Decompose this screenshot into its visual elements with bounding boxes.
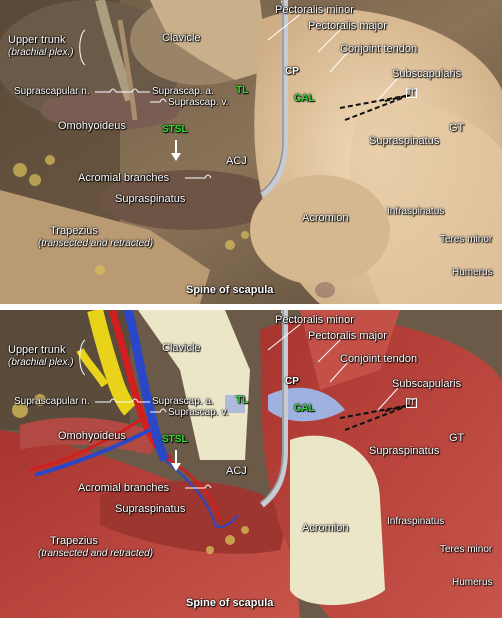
label-clavicle: Clavicle bbox=[162, 342, 201, 354]
label-clavicle: Clavicle bbox=[162, 32, 201, 44]
label-acj: ACJ bbox=[226, 155, 247, 167]
label-trapezius: Trapezius bbox=[50, 225, 98, 237]
label-cal: CAL bbox=[294, 403, 315, 414]
label-pectoralis-major: Pectoralis major bbox=[308, 330, 387, 342]
label-supraspinatus-right: Supraspinatus bbox=[369, 135, 440, 147]
label-suprascapular-vein: Suprascap. v. bbox=[168, 97, 229, 108]
label-transected: (transected and retracted) bbox=[38, 238, 154, 249]
label-it: IT bbox=[406, 398, 418, 408]
label-acromion: Acromion bbox=[302, 212, 349, 224]
label-acromial-branches: Acromial branches bbox=[78, 172, 170, 184]
label-teres-minor: Teres minor bbox=[440, 544, 493, 555]
label-supraspinatus-right: Supraspinatus bbox=[369, 445, 440, 457]
label-suprascapular-vein: Suprascap. v. bbox=[168, 407, 229, 418]
label-acromion: Acromion bbox=[302, 522, 349, 534]
label-cp: CP bbox=[285, 376, 299, 387]
label-cal: CAL bbox=[294, 93, 315, 104]
colored-illustration-panel: Pectoralis minor Pectoralis major Conjoi… bbox=[0, 310, 502, 618]
label-stsl: STSL bbox=[162, 434, 188, 445]
label-tl: TL bbox=[236, 395, 249, 406]
label-brachial-plexus: (brachial plex.) bbox=[8, 47, 74, 58]
label-upper-trunk: Upper trunk bbox=[8, 344, 66, 356]
label-tl: TL bbox=[236, 85, 249, 96]
label-omohyoideus: Omohyoideus bbox=[58, 120, 126, 132]
label-transected: (transected and retracted) bbox=[38, 548, 154, 559]
colored-illustration bbox=[0, 310, 502, 618]
label-conjoint-tendon: Conjoint tendon bbox=[340, 353, 418, 365]
label-conjoint-tendon: Conjoint tendon bbox=[340, 43, 418, 55]
label-infraspinatus: Infraspinatus bbox=[387, 516, 445, 527]
label-infraspinatus: Infraspinatus bbox=[387, 206, 445, 217]
label-pectoralis-minor: Pectoralis minor bbox=[275, 314, 354, 326]
label-suprascapular-nerve: Suprascapular n. bbox=[14, 396, 90, 407]
label-gt: GT bbox=[449, 432, 465, 444]
label-subscapularis: Subscapularis bbox=[392, 378, 462, 390]
label-subscapularis: Subscapularis bbox=[392, 68, 462, 80]
label-gt: GT bbox=[449, 122, 465, 134]
label-teres-minor: Teres minor bbox=[440, 234, 493, 245]
label-brachial-plexus: (brachial plex.) bbox=[8, 357, 74, 368]
label-spine-of-scapula: Spine of scapula bbox=[186, 284, 274, 296]
label-trapezius: Trapezius bbox=[50, 535, 98, 547]
label-cp: CP bbox=[285, 66, 299, 77]
label-humerus: Humerus bbox=[452, 577, 493, 588]
dissection-photo-panel: Pectoralis minor Pectoralis major Conjoi… bbox=[0, 0, 502, 304]
label-it: IT bbox=[406, 88, 418, 98]
label-suprascapular-artery: Suprascap. a. bbox=[152, 396, 214, 407]
label-pectoralis-major: Pectoralis major bbox=[308, 20, 387, 32]
label-suprascapular-artery: Suprascap. a. bbox=[152, 86, 214, 97]
dissection-photo bbox=[0, 0, 502, 304]
label-spine-of-scapula: Spine of scapula bbox=[186, 597, 274, 609]
label-humerus: Humerus bbox=[452, 267, 493, 278]
label-omohyoideus: Omohyoideus bbox=[58, 430, 126, 442]
label-supraspinatus-center: Supraspinatus bbox=[115, 193, 186, 205]
label-suprascapular-nerve: Suprascapular n. bbox=[14, 86, 90, 97]
label-acromial-branches: Acromial branches bbox=[78, 482, 170, 494]
label-pectoralis-minor: Pectoralis minor bbox=[275, 4, 354, 16]
label-supraspinatus-center: Supraspinatus bbox=[115, 503, 186, 515]
label-stsl: STSL bbox=[162, 124, 188, 135]
label-acj: ACJ bbox=[226, 465, 247, 477]
label-upper-trunk: Upper trunk bbox=[8, 34, 66, 46]
